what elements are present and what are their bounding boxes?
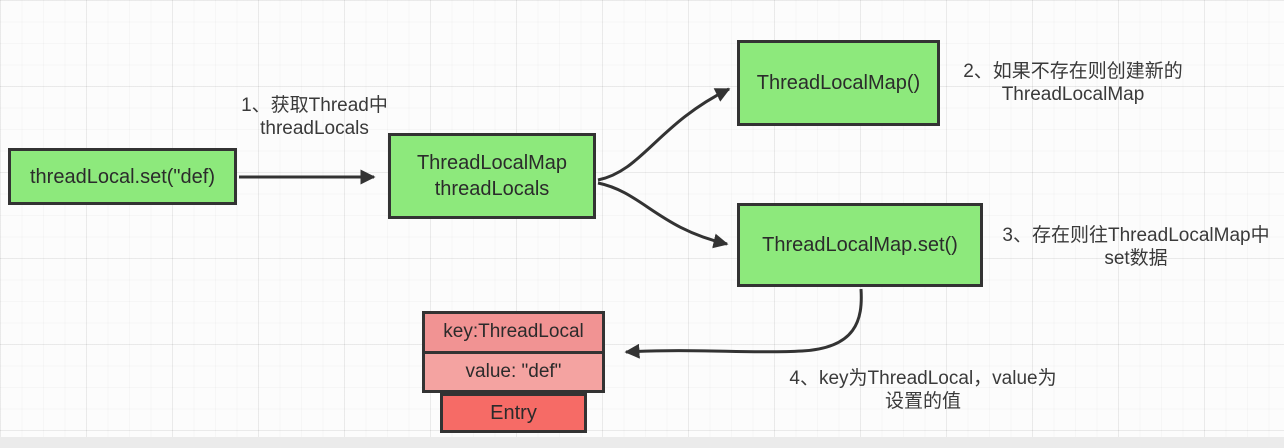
arrow-mapset-to-entry: [624, 288, 863, 359]
node-threadlocalmap-constructor-label: ThreadLocalMap(): [756, 72, 921, 94]
annotation-step2: 2、如果不存在则创建新的 ThreadLocalMap: [948, 60, 1198, 106]
annotation-step2-line2: ThreadLocalMap: [1001, 84, 1145, 105]
annotation-step1-line2: threadLocals: [260, 118, 369, 139]
annotation-step4-line2: 设置的值: [884, 391, 961, 412]
entry-node: Entry: [440, 393, 587, 433]
annotation-step3: 3、存在则往ThreadLocalMap中 set数据: [988, 224, 1284, 270]
node-threadlocalmap-threadlocals: ThreadLocalMap threadLocals: [388, 133, 596, 219]
entry-value-row: value: "def": [425, 353, 602, 390]
node-threadlocal-set: threadLocal.set("def): [8, 148, 237, 205]
node-threadlocalmap-line1: ThreadLocalMap: [416, 152, 568, 174]
annotation-step2-line1: 2、如果不存在则创建新的: [963, 61, 1183, 82]
arrow-threadlocals-to-mapset: [597, 181, 729, 249]
annotation-step4: 4、key为ThreadLocal，value为 设置的值: [758, 367, 1088, 413]
node-threadlocalmap-constructor: ThreadLocalMap(): [737, 40, 940, 126]
node-threadlocalmap-set: ThreadLocalMap.set(): [737, 203, 983, 287]
canvas-bottom-strip: [0, 437, 1284, 448]
annotation-step1-line1: 1、获取Thread中: [241, 95, 388, 116]
entry-value-label: value: "def": [465, 360, 562, 382]
arrow-threadlocals-to-mapctor: [597, 87, 731, 182]
annotation-step4-line1: 4、key为ThreadLocal，value为: [789, 368, 1057, 389]
node-threadlocalmap-line2: threadLocals: [434, 178, 550, 200]
annotation-step3-line2: set数据: [1104, 248, 1168, 269]
node-threadlocalmap-set-label: ThreadLocalMap.set(): [762, 234, 958, 256]
annotation-step1: 1、获取Thread中 threadLocals: [222, 94, 407, 140]
entry-node-label: Entry: [490, 401, 537, 424]
entry-key-value-stack: key:ThreadLocal value: "def": [422, 311, 605, 393]
annotation-step3-line1: 3、存在则往ThreadLocalMap中: [1002, 225, 1270, 246]
entry-key-row: key:ThreadLocal: [425, 314, 602, 354]
node-threadlocal-set-label: threadLocal.set("def): [30, 165, 215, 188]
entry-key-label: key:ThreadLocal: [443, 321, 584, 343]
